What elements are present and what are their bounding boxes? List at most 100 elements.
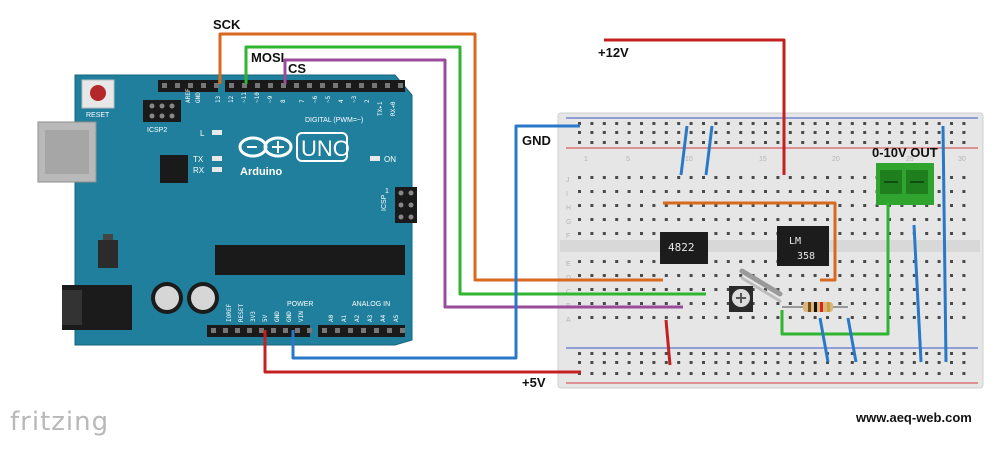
hole <box>726 204 730 207</box>
hole <box>925 288 929 291</box>
hole <box>962 302 966 305</box>
hole <box>307 83 312 88</box>
hole <box>937 361 941 364</box>
hole <box>677 190 681 193</box>
hole <box>281 83 286 88</box>
hole <box>801 316 805 319</box>
hole <box>751 204 755 207</box>
hole <box>813 204 817 207</box>
pin-label: 13 <box>215 95 222 103</box>
col-num: 20 <box>832 156 840 163</box>
hole <box>912 122 916 125</box>
ceramic-capacitor <box>739 268 783 303</box>
output-label: 0-10V OUT <box>872 145 938 160</box>
hole <box>875 122 879 125</box>
col-num: 15 <box>759 156 767 163</box>
atmega-chip <box>215 245 405 275</box>
hole <box>863 274 867 277</box>
hole <box>776 274 780 277</box>
hole <box>689 131 693 134</box>
hole <box>863 352 867 355</box>
hole <box>640 176 643 179</box>
hole <box>863 190 867 193</box>
hole <box>764 190 767 193</box>
analog-label: ANALOG IN <box>352 301 390 308</box>
hole <box>602 372 606 375</box>
hole <box>578 260 581 263</box>
cs-wire <box>283 58 683 309</box>
hole <box>702 316 705 319</box>
hole <box>590 288 594 291</box>
pin-label: TX▸1 <box>377 101 384 116</box>
hole <box>398 83 403 88</box>
hole <box>764 288 767 291</box>
hole <box>739 190 743 193</box>
hole <box>689 302 693 305</box>
opamp-orange-wire <box>663 201 837 282</box>
pin-label: AREF <box>185 88 192 103</box>
hole <box>689 316 693 319</box>
hole <box>739 316 743 319</box>
hole <box>912 274 916 277</box>
hole <box>602 141 606 144</box>
hole <box>702 361 705 364</box>
hole <box>602 302 606 305</box>
hole <box>838 204 842 207</box>
hole <box>950 302 953 305</box>
hole <box>850 361 854 364</box>
hole <box>714 316 718 319</box>
hole <box>838 361 842 364</box>
hole <box>813 141 817 144</box>
hole <box>950 316 953 319</box>
hole <box>346 83 351 88</box>
hole <box>863 232 867 235</box>
hole <box>664 288 668 291</box>
hole <box>900 302 904 305</box>
hole <box>937 372 941 375</box>
hole <box>602 232 606 235</box>
pin-label: ~3 <box>351 95 358 103</box>
hole <box>739 176 743 179</box>
hole <box>714 141 718 144</box>
hole <box>578 131 581 134</box>
hole <box>962 372 966 375</box>
hole <box>751 218 755 221</box>
hole <box>900 316 904 319</box>
row-letter: G <box>566 219 571 226</box>
hole <box>615 302 619 305</box>
hole <box>714 122 718 125</box>
hole <box>702 352 705 355</box>
hole <box>615 260 619 263</box>
hole <box>214 83 219 88</box>
hole <box>764 218 767 221</box>
hole <box>813 176 817 179</box>
hole <box>640 190 643 193</box>
hole <box>850 122 854 125</box>
hole <box>726 232 730 235</box>
hole <box>578 204 581 207</box>
pin-label: A3 <box>367 314 374 322</box>
hole <box>677 176 681 179</box>
hole <box>764 141 767 144</box>
hole <box>714 361 718 364</box>
hole <box>714 274 718 277</box>
hole <box>602 176 606 179</box>
row-letter: A <box>566 317 571 324</box>
hole <box>850 232 854 235</box>
hole <box>900 131 904 134</box>
hole <box>578 218 581 221</box>
hole <box>739 372 743 375</box>
hole <box>726 288 730 291</box>
hole <box>776 131 780 134</box>
hole <box>813 274 817 277</box>
hole <box>838 274 842 277</box>
mosi-label: MOSI <box>251 50 284 65</box>
hole <box>615 176 619 179</box>
hole <box>925 316 929 319</box>
blue-jumper-2 <box>704 125 714 176</box>
hole <box>602 361 606 364</box>
hole <box>664 302 668 305</box>
hole <box>677 316 681 319</box>
led-rx <box>212 167 222 172</box>
hole <box>627 288 631 291</box>
